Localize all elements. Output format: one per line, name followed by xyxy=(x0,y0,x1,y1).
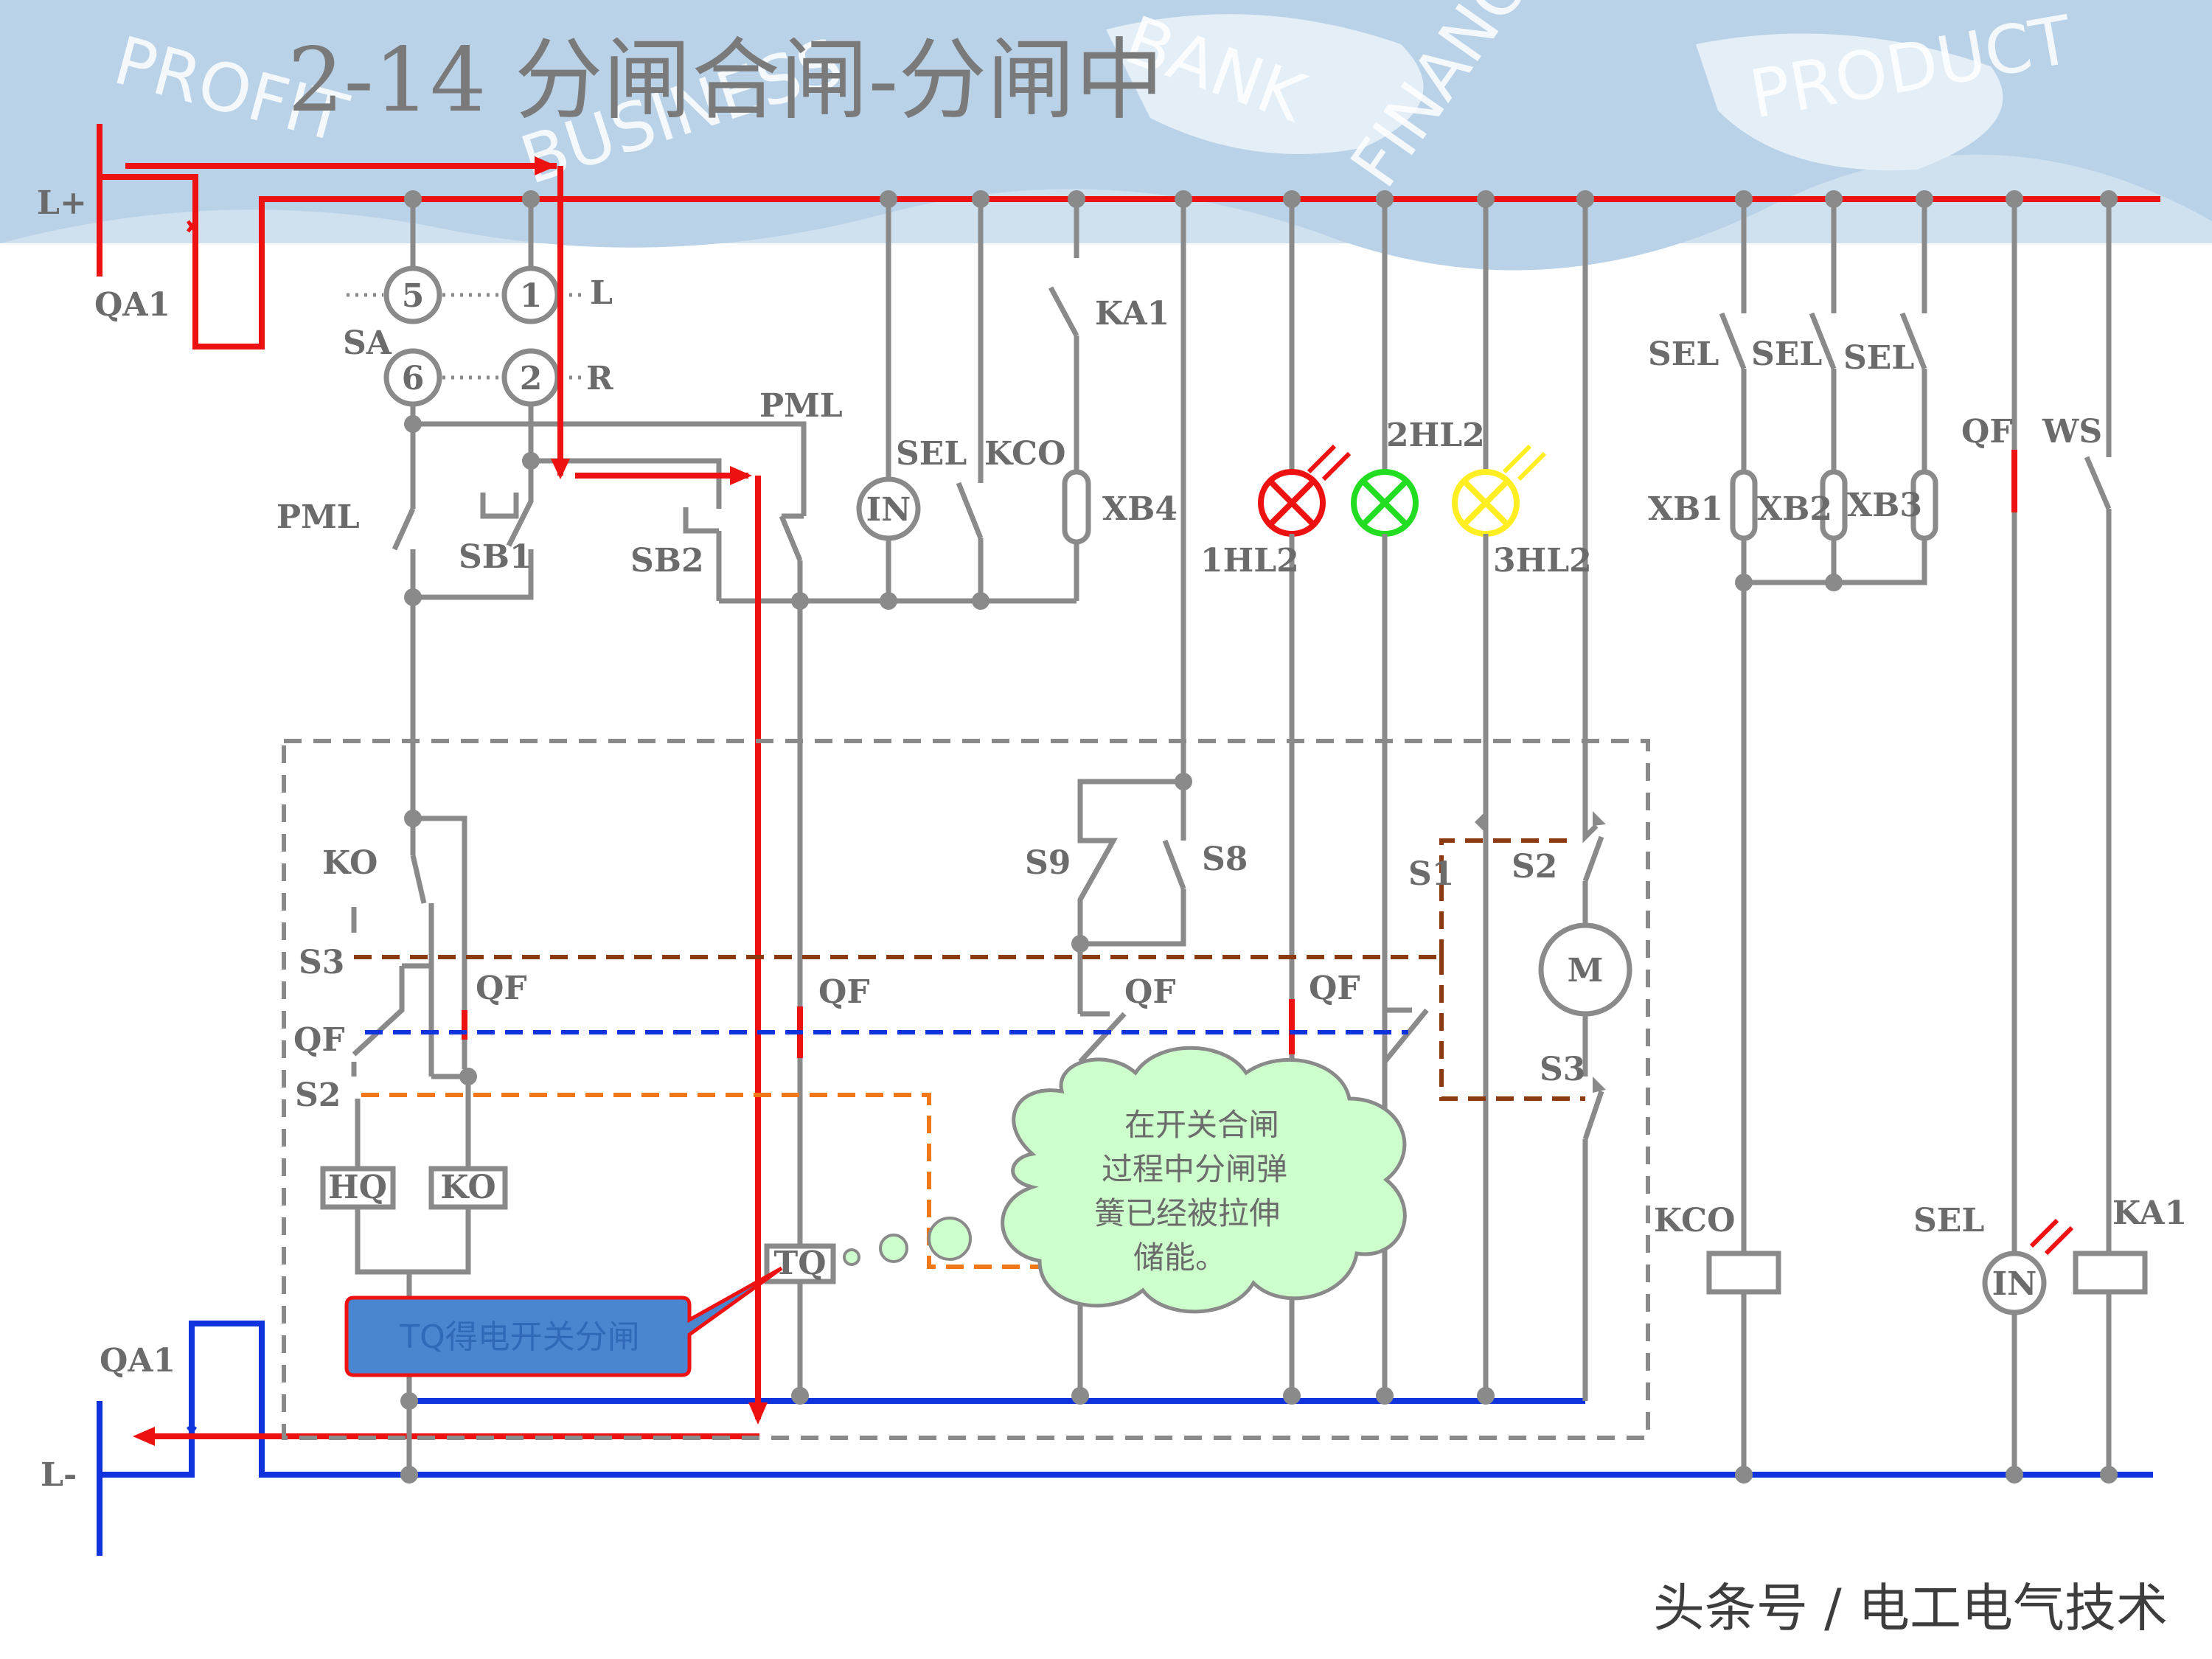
label-2hl2: 2HL2 xyxy=(1386,417,1485,454)
in-meter-label: IN xyxy=(866,491,911,529)
watermark-text: 头条号 / 电工电气技术 xyxy=(1653,1578,2168,1638)
label-ka1-coil: KA1 xyxy=(2112,1194,2187,1232)
component-labels: L+ QA1 SA L R PML PML SB1 SB2 SEL KCO KA… xyxy=(37,184,2187,1494)
sa-contact-5: 5 xyxy=(402,277,425,315)
info-cloud: 在开关合闸 过程中分闸弹 簧已经被拉伸 储能。 xyxy=(843,1046,1407,1314)
label-qf-4: QF xyxy=(1309,970,1360,1007)
label-kco-mid: KCO xyxy=(984,435,1065,473)
label-3hl2: 3HL2 xyxy=(1493,542,1592,580)
label-pml-left: PML xyxy=(276,498,360,536)
label-qa1-top: QA1 xyxy=(94,286,170,324)
label-xb3: XB3 xyxy=(1847,487,1922,524)
label-xb4: XB4 xyxy=(1102,490,1178,528)
label-qa1-bottom: QA1 xyxy=(100,1342,175,1380)
label-l-minus: L- xyxy=(41,1456,77,1494)
mechanical-links xyxy=(354,838,1585,1269)
callout-text: TQ得电开关分闸 xyxy=(399,1318,640,1356)
tq-branch: TQ xyxy=(764,1006,836,1405)
motor-area: M xyxy=(1475,811,1632,1401)
breaker-mechanism-box xyxy=(282,739,1650,1440)
label-s1: S1 xyxy=(1408,855,1454,893)
cloud-line-3: 簧已经被拉伸 xyxy=(1094,1195,1280,1231)
label-s2-right: S2 xyxy=(1512,848,1557,886)
label-sel-mid: SEL xyxy=(896,435,967,473)
ko-coil-label: KO xyxy=(440,1169,495,1206)
label-s2-left: S2 xyxy=(295,1077,341,1114)
label-ka1-top: KA1 xyxy=(1095,295,1169,333)
hq-coil-label: HQ xyxy=(328,1169,387,1206)
label-1hl2: 1HL2 xyxy=(1200,542,1299,580)
label-xb2: XB2 xyxy=(1757,490,1832,528)
label-pml-top: PML xyxy=(759,387,843,425)
label-l: L xyxy=(590,274,613,312)
label-sel-3: SEL xyxy=(1843,339,1914,377)
label-xb1: XB1 xyxy=(1648,490,1723,528)
sa-contact-6: 6 xyxy=(402,360,425,397)
label-qf-right: QF xyxy=(1961,413,2013,451)
tq-coil-label: TQ xyxy=(773,1245,826,1282)
label-qf-2: QF xyxy=(818,973,870,1011)
label-sel-1: SEL xyxy=(1648,335,1719,373)
close-open-coils: HQ KO xyxy=(320,810,508,1484)
s8-s9-contacts xyxy=(1071,779,1495,1405)
cloud-line-1: 在开关合闸 xyxy=(1124,1107,1279,1143)
right-branches: IN xyxy=(1706,190,2148,1484)
label-qf-left: QF xyxy=(293,1021,345,1059)
label-l-plus: L+ xyxy=(37,184,87,222)
label-s9: S9 xyxy=(1025,844,1071,882)
sa-contact-2: 2 xyxy=(520,360,543,397)
in-bottom-meter-label: IN xyxy=(1992,1265,2037,1303)
label-kco-coil: KCO xyxy=(1654,1202,1735,1239)
cloud-line-2: 过程中分闸弹 xyxy=(1102,1151,1287,1187)
background-map-band: PROFIT BUSINESS BANK FINANCE PRODUCT xyxy=(0,0,2212,271)
motor-label: M xyxy=(1568,952,1604,990)
page-title: 2-14 分闸合闸-分闸中 xyxy=(288,29,1164,132)
label-qf-3: QF xyxy=(1124,973,1176,1011)
label-sel-bottom: SEL xyxy=(1913,1202,1984,1239)
sa-contact-1: 1 xyxy=(520,277,543,315)
energized-path xyxy=(133,166,768,1446)
cloud-line-4: 储能。 xyxy=(1133,1239,1226,1276)
positive-rail xyxy=(97,124,2160,349)
label-sa: SA xyxy=(343,324,392,362)
label-ko-contact: KO xyxy=(322,844,378,882)
label-qf-1: QF xyxy=(476,970,527,1007)
label-s3-right: S3 xyxy=(1540,1051,1585,1088)
label-sb1: SB1 xyxy=(459,538,532,576)
label-s3-left: S3 xyxy=(299,944,344,981)
sa-switch-area: 5 1 6 2 xyxy=(347,190,1077,1401)
label-ws: WS xyxy=(2042,413,2102,451)
label-sel-2: SEL xyxy=(1751,335,1822,373)
label-s8: S8 xyxy=(1202,841,1248,878)
label-r: R xyxy=(586,360,613,397)
label-sb2: SB2 xyxy=(630,542,704,580)
tq-callout: TQ得电开关分闸 xyxy=(344,1266,783,1377)
